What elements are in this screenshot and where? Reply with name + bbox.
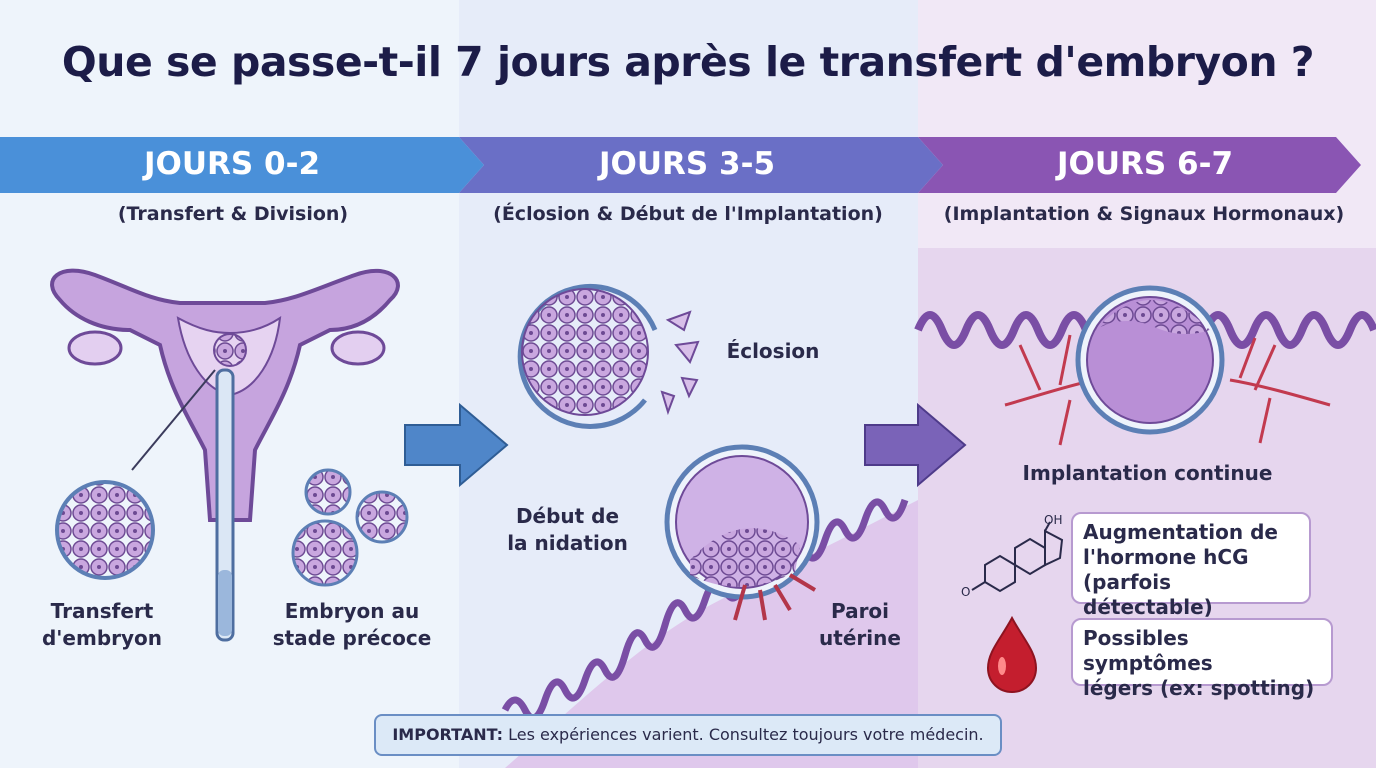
transfer-catheter-icon	[215, 368, 235, 642]
early-embryo-label: Embryon au stade précoce	[272, 599, 432, 650]
flow-arrow-1	[404, 402, 509, 488]
nidation-label: Début de la nidation	[507, 504, 628, 555]
embryo-cell-cluster-icon	[55, 480, 155, 580]
important-notice: IMPORTANT: Les expériences varient. Cons…	[374, 714, 1002, 756]
timeline-segment-2	[459, 137, 943, 193]
blood-vessels-icon	[1004, 334, 1331, 446]
molecule-oh-label: OH	[1044, 513, 1062, 527]
implantation-label: Implantation continue	[1022, 461, 1273, 485]
uterine-wall-wave-stage2	[501, 498, 909, 722]
important-text: Les expériences varient. Consultez toujo…	[503, 725, 984, 744]
hormone-molecule-icon	[971, 521, 1064, 593]
implanting-blastocyst-icon	[664, 444, 820, 621]
uterine-wall-stage2	[505, 500, 918, 768]
phase3-subtitle: (Implantation & Signaux Hormonaux)	[943, 203, 1345, 225]
timeline-segment-3	[918, 137, 1361, 193]
important-label: IMPORTANT:	[392, 725, 504, 744]
phase1-label: JOURS 0-2	[143, 146, 321, 182]
uterine-wall-label: Paroi utérine	[819, 599, 901, 650]
timeline-segment-1	[0, 137, 484, 193]
phase3-label: JOURS 6-7	[1056, 146, 1234, 182]
symptoms-info-box: Possibles symptômes légers (ex: spotting…	[1071, 618, 1333, 700]
page-title: Que se passe-t-il 7 jours après le trans…	[61, 38, 1315, 86]
hatching-label: Éclosion	[726, 339, 820, 363]
hcg-info-box: Augmentation de l'hormone hCG (parfois d…	[1071, 512, 1311, 619]
flow-arrow-2	[864, 402, 967, 488]
early-embryo-icons	[291, 468, 409, 587]
transfer-label: Transfert d'embryon	[41, 599, 163, 650]
molecule-o-label: O	[961, 585, 970, 599]
phase1-subtitle: (Transfert & Division)	[117, 203, 349, 225]
implanted-embryo-icon	[1075, 285, 1225, 435]
blood-drop-icon	[986, 615, 1038, 694]
hatching-blastocyst-icon	[517, 283, 700, 429]
phase2-label: JOURS 3-5	[598, 146, 776, 182]
phase2-subtitle: (Éclosion & Début de l'Implantation)	[493, 203, 883, 225]
timeline-bar	[0, 137, 1361, 193]
